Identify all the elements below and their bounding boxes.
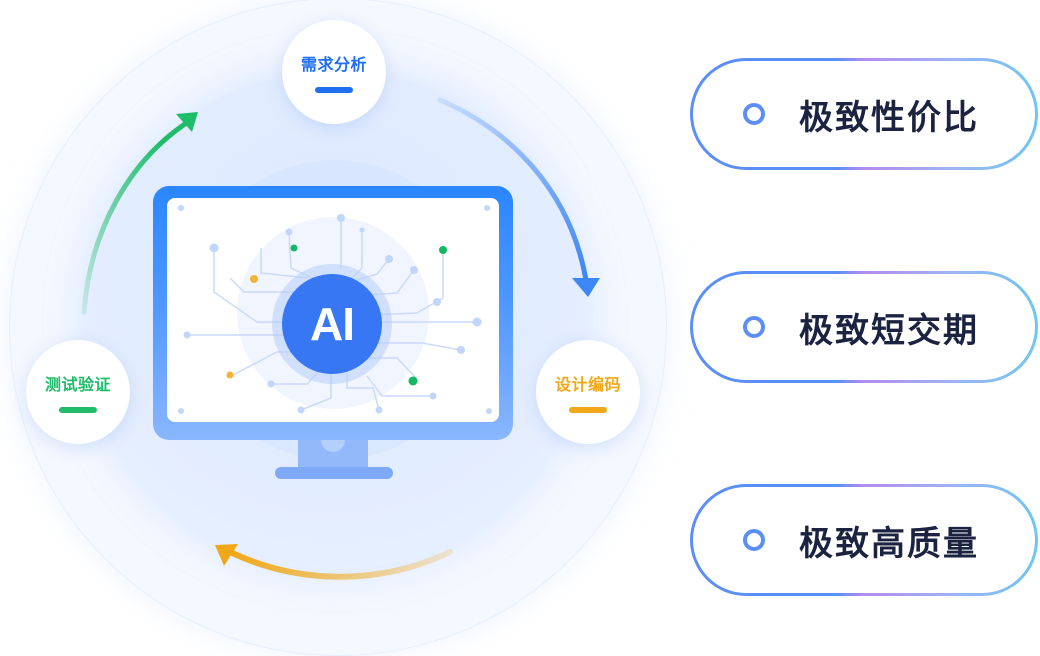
feature-label: 极致性价比 <box>799 97 979 138</box>
stage-label: 测试验证 <box>44 375 111 394</box>
feature-label: 极致短交期 <box>799 310 979 351</box>
arrow-coding-to-test <box>215 544 453 580</box>
monitor <box>153 186 513 440</box>
ring-bullet-icon <box>743 103 765 125</box>
cycle-arrows <box>81 97 600 580</box>
stage-testing-verification: 测试验证 <box>26 340 130 444</box>
stage-requirements-analysis: 需求分析 <box>282 20 386 124</box>
stage-underline <box>569 407 607 413</box>
stage-label: 需求分析 <box>300 55 367 74</box>
arrow-test-to-requirements <box>81 112 198 315</box>
stage-design-coding: 设计编码 <box>536 340 640 444</box>
feature-pill-high-quality: 极致高质量 <box>690 484 1038 596</box>
ring-bullet-icon <box>743 316 765 338</box>
ai-badge: AI <box>282 274 382 374</box>
stage-underline <box>59 407 97 413</box>
ring-bullet-icon <box>743 529 765 551</box>
stage-underline <box>315 87 353 93</box>
feature-label: 极致高质量 <box>799 523 979 564</box>
stage-label: 设计编码 <box>554 375 621 394</box>
arrow-requirements-to-coding <box>437 97 600 297</box>
monitor-stand-base <box>275 467 393 479</box>
monitor-screen <box>167 198 499 422</box>
feature-pill-cost-effective: 极致性价比 <box>690 58 1038 170</box>
monitor-stand-neck <box>298 440 368 468</box>
feature-pill-short-delivery: 极致短交期 <box>690 271 1038 383</box>
